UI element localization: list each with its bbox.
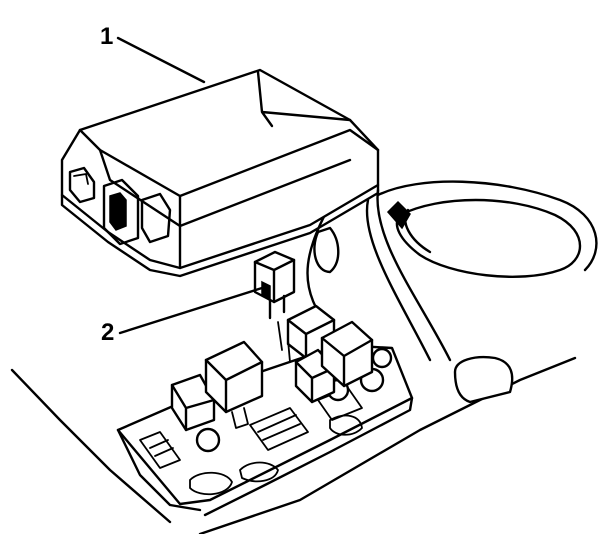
mount-block: [453, 356, 514, 404]
mini-fuse: [253, 250, 296, 363]
relay-left: [170, 373, 216, 432]
callout-label-2: 2: [101, 319, 115, 346]
hose-bracket: [313, 226, 340, 274]
fuse-box-cover: [60, 68, 380, 278]
engine-bay-panel: [10, 188, 577, 534]
reservoir-cap: [376, 180, 598, 278]
leader-line-1: [116, 36, 206, 84]
relay-center-left: [204, 340, 264, 429]
callout-label-1: 1: [100, 23, 114, 50]
leader-lines: [116, 36, 264, 335]
leader-line-2: [118, 286, 264, 335]
relay-right: [320, 320, 374, 388]
